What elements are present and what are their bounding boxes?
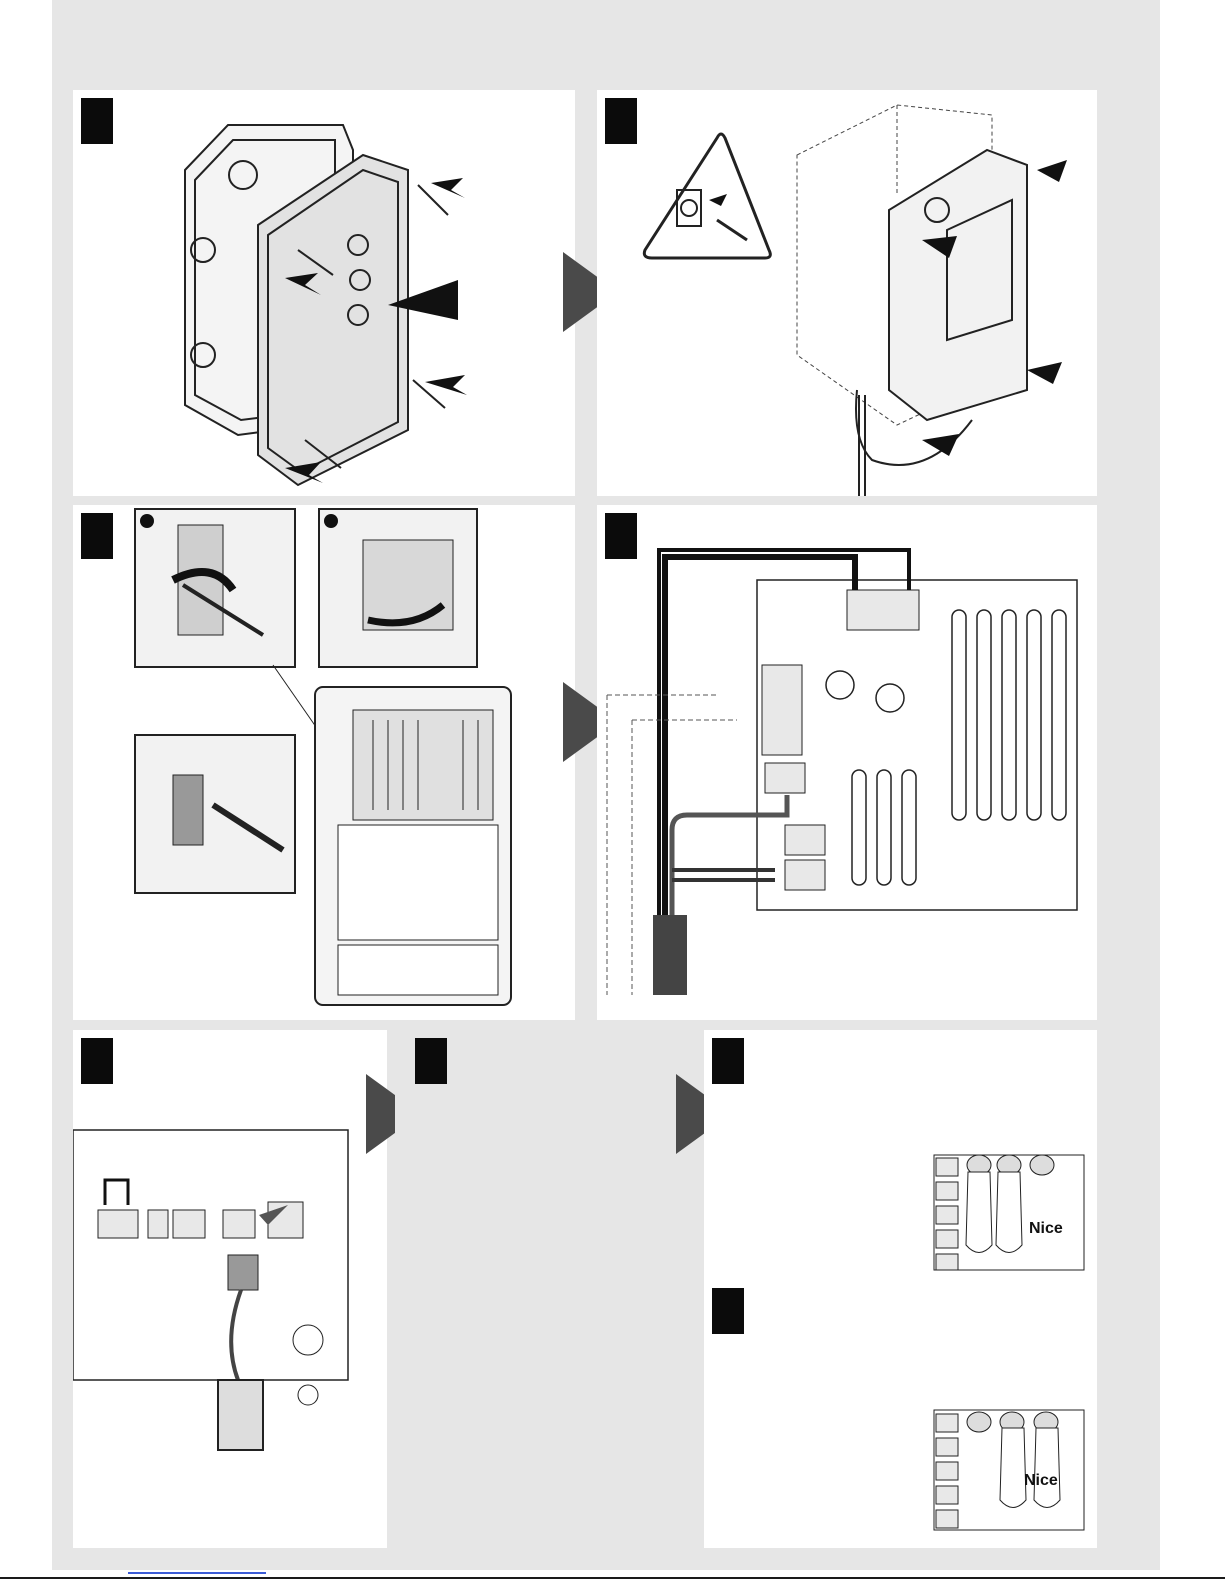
press-buttons-icon [704, 1280, 1097, 1548]
step-panel-wiring [597, 505, 1097, 1020]
step-panel-cover-removal [73, 90, 575, 496]
step-panel-terminal-access [73, 505, 575, 1020]
unplug-power-warning-icon [644, 134, 770, 258]
press-buttons-icon [704, 1030, 1097, 1280]
step-panel-blank [395, 1030, 695, 1548]
step-panel-connector [73, 1030, 387, 1548]
open-terminal-cover-icon [73, 505, 575, 1020]
step-marker [415, 1038, 447, 1084]
wall-mount-icon [597, 90, 1097, 496]
step-panel-press-buttons-2: Nice [704, 1280, 1097, 1548]
footer-rule [0, 1577, 1225, 1579]
wiring-diagram-icon [597, 505, 1097, 1020]
brand-logo-nice: Nice [1029, 1220, 1063, 1238]
remove-cover-icon [73, 90, 575, 496]
brand-logo-nice: Nice [1024, 1472, 1058, 1490]
footer-link-underline[interactable] [128, 1572, 266, 1574]
step-panel-wall-mount [597, 90, 1097, 496]
connector-plug-icon [73, 1030, 387, 1548]
step-panel-press-buttons-1: Nice [704, 1030, 1097, 1280]
